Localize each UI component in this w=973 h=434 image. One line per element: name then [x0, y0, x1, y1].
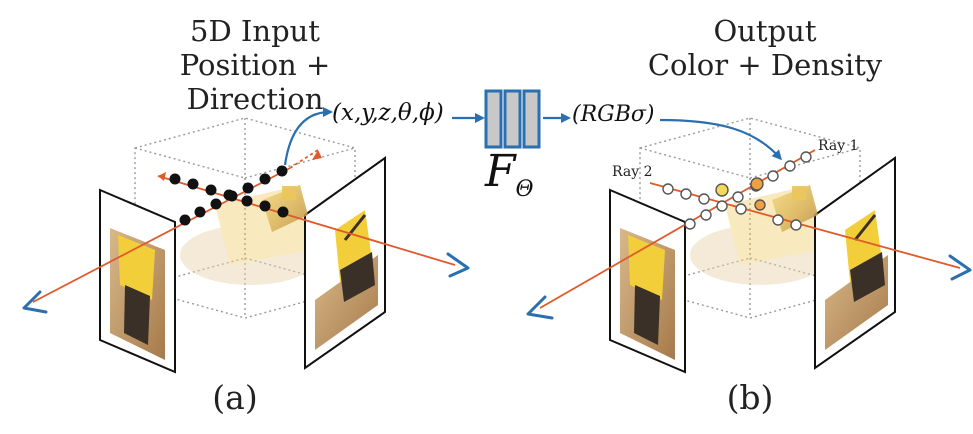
right-ray-arrowheads — [526, 254, 972, 320]
network-block — [452, 89, 571, 149]
right-title-line1: Output — [713, 14, 817, 48]
network-layer-2 — [503, 89, 522, 149]
network-layer-1 — [484, 89, 503, 149]
right-samples-ray1 — [684, 151, 812, 230]
left-scene — [22, 107, 470, 374]
right-sublabel: (b) — [726, 378, 774, 417]
left-ray-tip — [158, 172, 166, 181]
function-subscript: Θ — [515, 177, 534, 202]
network-function-label: FΘ — [485, 146, 534, 202]
left-ray-tip-2 — [312, 150, 322, 160]
right-title: Output Color + Density — [630, 14, 900, 82]
network-layer-3 — [522, 89, 541, 149]
right-scene: Ray 2 Ray 1 — [526, 117, 972, 374]
left-sublabel: (a) — [212, 378, 258, 417]
right-title-line2: Color + Density — [647, 48, 883, 82]
left-image-plane-side — [304, 156, 386, 370]
output-tuple-label: (RGBσ) — [572, 102, 655, 127]
left-samples-ray2 — [169, 173, 289, 218]
input-tuple-label: (x,y,z,θ,ϕ) — [332, 100, 444, 126]
right-sample-highlight — [750, 177, 764, 191]
to-input-arrow — [283, 107, 333, 166]
left-title: 5D Input Position + Direction — [120, 14, 390, 116]
left-image-plane-front — [99, 188, 176, 374]
right-samples-ray2 — [662, 183, 802, 231]
function-symbol: F — [485, 146, 516, 197]
left-title-line2: Position + Direction — [179, 48, 331, 116]
ray1-label: Ray 1 — [818, 138, 858, 154]
left-ray-arrowheads — [22, 252, 470, 314]
left-title-line1: 5D Input — [190, 14, 320, 48]
ray2-label: Ray 2 — [612, 164, 652, 180]
right-image-plane-side — [814, 156, 896, 370]
right-image-plane-front — [609, 188, 686, 374]
output-to-samples-arrow — [659, 118, 782, 161]
